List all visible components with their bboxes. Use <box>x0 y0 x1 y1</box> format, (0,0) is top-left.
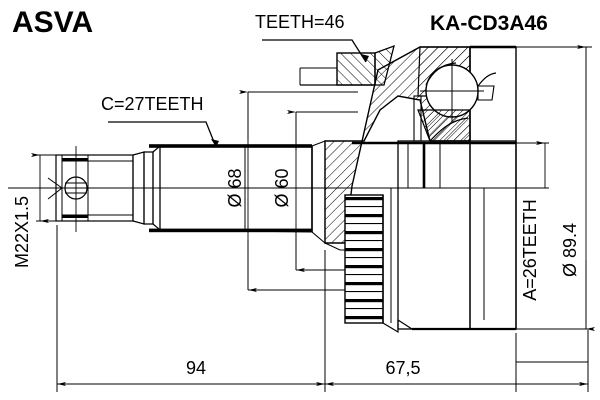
spline-bottom-edge <box>149 228 312 233</box>
part-number-label: KA-CD3A46 <box>430 12 548 35</box>
brand-logo: ASVA <box>12 6 93 39</box>
thread-spec-label: M22X1.5 <box>12 196 32 268</box>
outer-teeth-label: TEETH=46 <box>255 12 345 32</box>
spline-top-edge <box>149 144 312 148</box>
abs-ring-block <box>336 52 376 86</box>
chamfer-marks <box>47 177 63 200</box>
inner-race-lower-hatched <box>417 109 471 142</box>
boot-seat-contour <box>324 242 345 251</box>
cage-pocket-right <box>477 85 495 101</box>
race-rib-left <box>413 95 422 142</box>
diameter-68-label: Ø 68 <box>225 168 245 207</box>
length-675-label: 67,5 <box>385 358 420 378</box>
shaft-to-housing-taper <box>311 140 326 245</box>
length-94-label: 94 <box>186 358 206 378</box>
abs-tone-ring-teeth <box>345 197 383 320</box>
hub-body <box>397 140 517 330</box>
abs-ring-wedge <box>374 44 395 86</box>
shaft-spline-leader <box>108 121 217 148</box>
thread-root-top <box>62 158 88 162</box>
diameter-60-label: Ø 60 <box>272 168 292 207</box>
inner-spline-label: A=26TEETH <box>520 199 540 301</box>
shaft-spline-label: C=27TEETH <box>101 94 204 114</box>
diameter-894-label: Ø 89.4 <box>560 223 580 277</box>
tone-ring-skirt <box>382 320 399 334</box>
thread-root-bottom <box>62 214 88 218</box>
hub-bottom-contour <box>397 319 470 330</box>
